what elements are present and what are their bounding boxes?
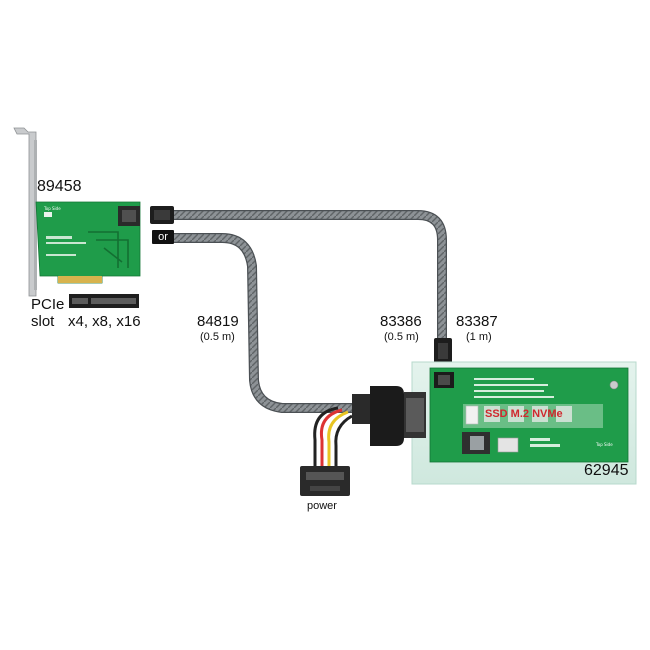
label-card-89458: 89458 xyxy=(37,178,82,195)
pcie-adapter-card: Top Side xyxy=(13,127,141,297)
label-slot: slot xyxy=(31,313,55,330)
sff-plugs-left xyxy=(150,206,174,224)
cables xyxy=(167,210,447,468)
pcie-slot-graphic xyxy=(69,294,139,308)
label-pcie: PCIe xyxy=(31,296,65,313)
sata-power-connector xyxy=(300,466,350,496)
m2-pcb-topside-text: Top Side xyxy=(595,442,613,447)
or-badge: or xyxy=(152,230,174,244)
label-cable-84819: 84819 xyxy=(197,313,239,330)
label-cable-83387: 83387 xyxy=(456,313,498,330)
card-bracket xyxy=(13,127,37,297)
label-cable-83386-length: (0.5 m) xyxy=(384,331,419,343)
label-cable-83386: 83386 xyxy=(380,313,422,330)
power-wires xyxy=(319,408,343,468)
u2-connector xyxy=(352,386,426,446)
label-slot-sizes: x4, x8, x16 xyxy=(68,313,141,330)
card-pcb-topside-text: Top Side xyxy=(43,206,61,211)
m2-adapter-box: Top Side xyxy=(411,361,637,485)
label-cable-84819-length: (0.5 m) xyxy=(200,331,235,343)
ssd-m2-nvme-label: SSD M.2 NVMe xyxy=(485,408,563,420)
label-card-62945: 62945 xyxy=(584,462,629,479)
label-power: power xyxy=(307,500,337,512)
label-cable-83387-length: (1 m) xyxy=(466,331,492,343)
sff-plug-bottom xyxy=(434,338,452,364)
